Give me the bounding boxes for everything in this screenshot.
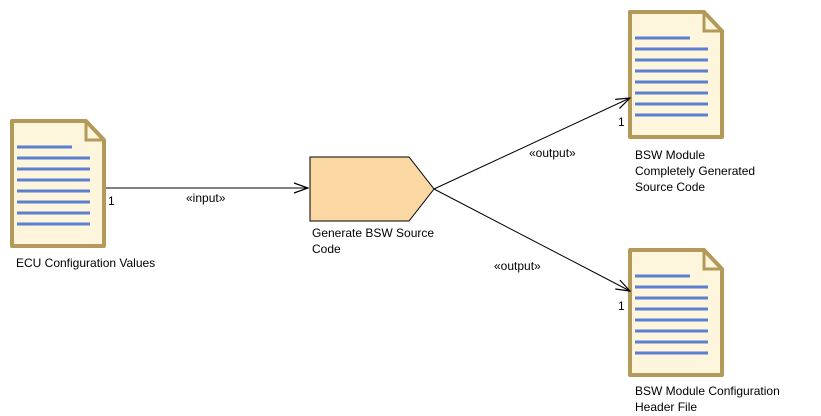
bsw-source-label-line2: Completely Generated: [635, 164, 756, 178]
ecu-config-label: ECU Configuration Values: [16, 256, 156, 270]
bsw-source-text-lines: [635, 36, 708, 117]
ecu-config-multiplicity: 1: [108, 194, 115, 208]
bsw-source-label-line3: Source Code: [635, 180, 706, 194]
bsw-header-label-line2: Header File: [635, 400, 698, 414]
output-edge-source[interactable]: [433, 98, 630, 190]
output-edge-header[interactable]: [433, 188, 630, 291]
generate-task-shape[interactable]: [309, 156, 435, 222]
input-edge-stereotype: «input»: [186, 191, 226, 205]
task-label-line2: Code: [312, 242, 341, 256]
bsw-source-document-icon[interactable]: [628, 10, 724, 139]
bsw-header-text-lines: [635, 274, 708, 355]
bsw-header-multiplicity: 1: [618, 299, 625, 313]
task-label-line1: Generate BSW Source: [312, 226, 435, 240]
ecu-config-document-icon[interactable]: [10, 119, 106, 248]
output-edge-header-stereotype: «output»: [494, 259, 541, 273]
bsw-header-label-line1: BSW Module Configuration: [635, 384, 780, 398]
bsw-source-multiplicity: 1: [618, 115, 625, 129]
bsw-header-document-icon[interactable]: [628, 248, 724, 377]
ecu-config-text-lines: [17, 145, 90, 226]
bsw-source-label-line1: BSW Module: [635, 148, 706, 162]
output-edge-source-stereotype: «output»: [529, 146, 576, 160]
